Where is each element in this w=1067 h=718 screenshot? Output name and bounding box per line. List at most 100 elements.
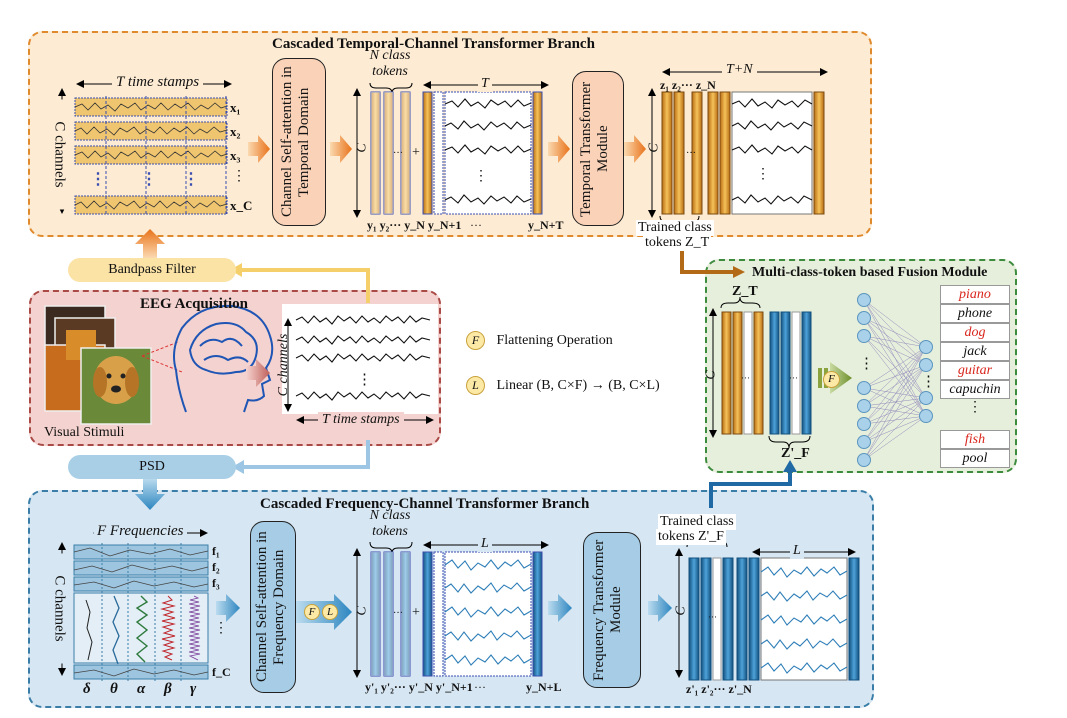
band-label-theta: θ: [110, 681, 118, 697]
class-item: ⋮: [968, 400, 982, 415]
temporal-arrow-3: [548, 135, 570, 163]
linear-symbol-small: L: [322, 604, 338, 620]
visual-stimuli-label: Visual Stimuli: [44, 425, 125, 440]
temporal-c-label-2: C: [646, 143, 662, 153]
temporal-to-fusion-arrow: [680, 244, 735, 274]
frequency-arrow-3: [548, 594, 572, 622]
temporal-tn-label: T+N: [722, 62, 757, 78]
fusion-zt-label: Z_T: [732, 284, 758, 299]
eeg-to-psd-line: [242, 440, 370, 469]
frequency-self-attention-label: Channel Self-attention in Frequency Doma…: [254, 531, 287, 683]
temporal-arrow-4: [624, 135, 646, 163]
temporal-vdots-2: ⋮: [756, 167, 770, 182]
frequency-arrow-1: [216, 594, 240, 622]
temporal-token-subscripts: y₁ y₂··· y_N y_N+1: [367, 218, 462, 232]
temporal-z-tokens: z₁ z₂··· z_N: [660, 78, 716, 92]
frequency-token-subscripts: y'₁ y'₂··· y'_N y'_N+1: [365, 680, 473, 694]
frequency-arrow-4: [648, 594, 672, 622]
legend-flatten: F Flattening Operation: [466, 331, 613, 350]
class-item: piano: [940, 285, 1010, 304]
temporal-n-class-tokens: N class tokens: [369, 48, 411, 79]
temporal-arrow-2: [330, 135, 352, 163]
fusion-tokens: [709, 296, 852, 449]
signal-label-xc: x_C: [230, 198, 253, 213]
fusion-c-label: C: [703, 370, 719, 380]
linear-label: Linear (B, C×F) → (B, C×L): [496, 378, 660, 393]
signal-label-dots: ⋮: [232, 169, 246, 184]
linear-symbol-icon: L: [466, 376, 485, 395]
time-stamps-label: T time stamps: [112, 74, 204, 91]
frequency-token-end: y_N+L: [526, 680, 562, 694]
fusion-flatten-icon: F: [823, 369, 840, 388]
frequency-c-label: C: [354, 606, 370, 616]
frequency-channels-label: C channels: [50, 553, 68, 664]
band-label-gamma: γ: [190, 681, 197, 697]
eeg-time-stamps-label: T time stamps: [318, 412, 404, 428]
freq-label-fc: f_C: [212, 665, 231, 679]
temporal-trained-token-group: [648, 68, 828, 229]
temporal-inner-vdots: ⋮: [474, 169, 488, 184]
fusion-neural-network: ⋮ ⋮: [857, 293, 936, 467]
temporal-transformer-label: Temporal Transformer Module: [578, 80, 611, 217]
fusion-zf-label: Z'_F: [781, 446, 810, 461]
legend-linear: L Linear (B, C×F) → (B, C×L): [466, 376, 660, 395]
temporal-self-attention-block: Channel Self-attention in Temporal Domai…: [272, 58, 326, 226]
temporal-bottom-dots: ···: [470, 218, 482, 232]
signal-label-x1: x₁: [230, 100, 241, 115]
frequency-token-group: [353, 541, 549, 678]
frequency-to-fusion-arrow: [709, 470, 792, 508]
class-item: fish: [940, 430, 1010, 449]
temporal-hdots-2: ···: [686, 148, 696, 159]
svg-text:⋮: ⋮: [141, 171, 157, 188]
freq-label-f3: f₃: [212, 576, 220, 590]
flatten-symbol-small: F: [304, 604, 320, 620]
signal-label-x3: x₃: [230, 148, 241, 163]
class-item: jack: [940, 342, 1010, 361]
frequency-n-class-tokens: N class tokens: [369, 508, 411, 539]
svg-text:⋮: ⋮: [921, 374, 936, 390]
band-label-alpha: α: [137, 681, 146, 697]
band-label-beta: β: [164, 681, 172, 697]
signal-label-x2: x₂: [230, 124, 241, 139]
temporal-self-attention-label: Channel Self-attention in Temporal Domai…: [279, 66, 312, 218]
class-item: pool: [940, 449, 1010, 468]
linear-op-icon: L: [322, 602, 338, 620]
visual-stimuli-images: [44, 305, 152, 425]
bandpass-arrow: [135, 229, 165, 258]
frequency-trained-token-group: [675, 534, 860, 681]
channels-label: C channels: [50, 99, 68, 210]
class-item: guitar: [940, 361, 1010, 380]
fusion-hdots-2: ···: [789, 373, 798, 383]
class-item: capuchin: [940, 380, 1010, 399]
svg-text:⋮: ⋮: [90, 171, 106, 188]
band-label-delta: δ: [83, 681, 91, 697]
frequencies-label: F Frequencies: [94, 523, 187, 540]
eeg-acquisition-title: EEG Acquisition: [140, 296, 248, 312]
frequency-l-label-2: L: [790, 543, 804, 559]
frequency-trained-label-1: Trained class: [658, 514, 736, 530]
frequency-bottom-dots: ···: [474, 680, 486, 694]
brain-to-signals-arrow: [246, 359, 270, 387]
psd-arrow: [135, 478, 165, 510]
frequency-input-signals: [58, 529, 209, 681]
eeg-channels-label: C channels: [276, 333, 291, 397]
temporal-arrow-1: [248, 135, 270, 163]
eeg-to-bandpass-line: [240, 268, 370, 303]
frequency-transformer-block: Frequency Transformer Module: [583, 532, 641, 688]
flatten-op-icon: F: [304, 602, 320, 620]
frequency-self-attention-block: Channel Self-attention in Frequency Doma…: [250, 521, 296, 693]
freq-label-f1: f₁: [212, 544, 220, 558]
frequency-hdots-2: ···: [708, 612, 717, 622]
eeg-raw-signals: ⋮: [282, 304, 438, 424]
frequency-plus: +: [412, 605, 420, 620]
fusion-module-title: Multi-class-token based Fusion Module: [752, 265, 988, 280]
frequency-trained-label-2: tokens Z'_F: [656, 529, 726, 545]
frequency-transformer-label: Frequency Transformer Module: [591, 539, 624, 681]
temporal-token-end: y_N+T: [528, 218, 564, 232]
temporal-transformer-block: Temporal Transformer Module: [572, 71, 624, 226]
freq-label-f2: f₂: [212, 560, 220, 574]
temporal-hdots: ···: [393, 148, 403, 159]
fusion-flatten-symbol: F: [823, 370, 840, 388]
temporal-input-signals: ⋮ ⋮ ⋮: [58, 80, 232, 216]
bandpass-filter-button: Bandpass Filter: [68, 258, 236, 282]
